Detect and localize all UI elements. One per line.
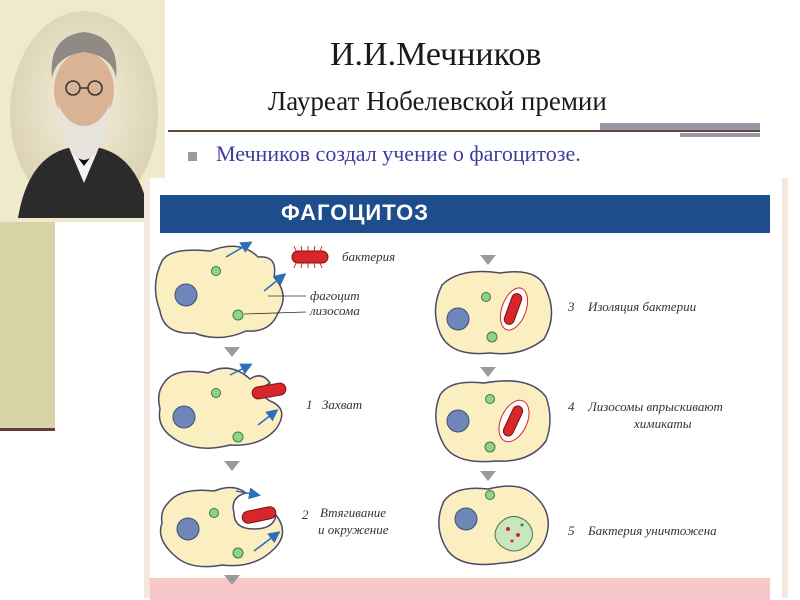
arrow-down-icon [224, 575, 240, 585]
stage-4-label-line1: Лизосомы впрыскивают [587, 399, 723, 414]
figure-banner: ФАГОЦИТОЗ [160, 195, 770, 233]
phagocyte-cell-initial [154, 241, 287, 339]
title-rule-accent [600, 123, 760, 130]
lysosome-icon [232, 547, 244, 559]
nucleus-icon [454, 507, 478, 531]
stage-1-number: 1 [306, 397, 313, 412]
legend-lysosome-label: лизосома [309, 303, 360, 318]
nucleus-icon [172, 405, 196, 429]
stage-2-label-line2: и окружение [318, 522, 389, 537]
phagocyte-cell-engulfing [159, 486, 284, 568]
bullet-text: Мечников создал учение о фагоцитозе. [216, 141, 581, 166]
arrow-down-icon [480, 367, 496, 377]
phagocyte-cell-isolation [434, 270, 553, 355]
bacterium-legend [291, 245, 329, 269]
stage-5-label: Бактерия уничтожена [587, 523, 717, 538]
nucleus-icon [446, 409, 470, 433]
side-decoration [0, 222, 55, 431]
stage-5-number: 5 [568, 523, 575, 538]
bacterium-icon [241, 506, 277, 524]
phagocyte-cell-injection [435, 380, 551, 463]
bacterium-icon [503, 293, 523, 325]
nucleus-icon [446, 307, 470, 331]
arrow-down-icon [480, 471, 496, 481]
title-rule-accent-2 [680, 133, 760, 137]
legend-phagocyte-label: фагоцит [310, 288, 360, 303]
mechnikov-portrait [10, 11, 158, 218]
stage-4-number: 4 [568, 399, 575, 414]
stage-4-label-line2: химикаты [633, 416, 692, 431]
phagocyte-cell-destroyed [438, 485, 549, 566]
lysosome-icon [484, 441, 496, 453]
slide-subtitle: Лауреат Нобелевской премии [268, 86, 607, 116]
lysosome-icon [485, 394, 495, 404]
stage-2-label-line1: Втягивание [320, 505, 386, 520]
nucleus-icon [174, 283, 198, 307]
stage-2-number: 2 [302, 507, 309, 522]
lysosome-icon [486, 331, 498, 343]
stage-3-number: 3 [567, 299, 575, 314]
arrow-down-icon [480, 255, 496, 265]
figure-banner-title: ФАГОЦИТОЗ [280, 200, 430, 225]
bullet-marker [188, 152, 197, 161]
figure-bottom-band [150, 578, 770, 600]
bacterium-icon [251, 382, 287, 400]
arrow-down-icon [224, 461, 240, 471]
stage-3-label: Изоляция бактерии [587, 299, 697, 314]
slide-title: И.И.Мечников [330, 36, 542, 73]
stage-1-label: Захват [322, 397, 362, 412]
legend-bacterium-label: бактерия [342, 249, 395, 264]
title-rule [168, 130, 760, 132]
lysosome-icon [232, 431, 244, 443]
phagocytosis-diagram: бактерия фагоцит лизосома 1 Захват 2 Втя… [154, 241, 723, 585]
nucleus-icon [176, 517, 200, 541]
arrow-down-icon [224, 347, 240, 357]
lysosome-icon [232, 309, 244, 321]
lysosome-icon [485, 490, 495, 500]
lysosome-icon [481, 292, 491, 302]
lysosome-icon [211, 266, 221, 276]
phagocyte-cell-capture [157, 363, 287, 449]
lysosome-icon [211, 388, 221, 398]
lysosome-icon [209, 508, 219, 518]
bacterium-icon [502, 405, 524, 437]
